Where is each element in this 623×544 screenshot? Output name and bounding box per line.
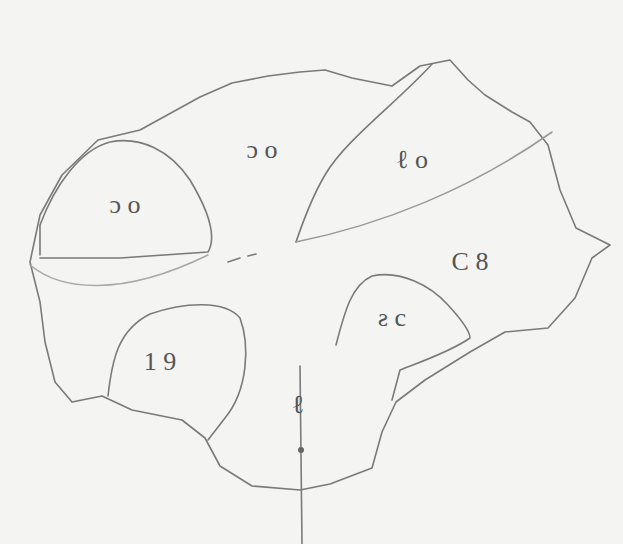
region-line xyxy=(336,275,470,400)
region-node: 1 9 xyxy=(140,346,181,379)
region-line xyxy=(30,255,208,286)
outer-outline xyxy=(30,60,610,490)
region-node: ɔ o xyxy=(105,189,144,222)
region-line xyxy=(228,254,256,262)
region-mark: ℓ o xyxy=(392,144,432,177)
region-node: ℓ o xyxy=(392,144,432,177)
region-line xyxy=(296,132,552,242)
region-node: ƨ c xyxy=(374,302,410,335)
region-line xyxy=(40,141,212,258)
region-mark: ƨ c xyxy=(374,302,410,335)
region-mark: C 8 xyxy=(448,246,493,279)
region-mark: ɔ o xyxy=(105,189,144,222)
region-line xyxy=(108,305,246,440)
region-mark: ɔ o xyxy=(242,134,281,167)
region-line xyxy=(296,64,432,242)
region-mark: 1 9 xyxy=(140,346,181,379)
region-mark: ℓ xyxy=(288,389,308,422)
region-node: ɔ o xyxy=(242,134,281,167)
region-node: ℓ xyxy=(288,389,308,422)
dot-mark xyxy=(298,447,304,453)
region-node: C 8 xyxy=(448,246,493,279)
